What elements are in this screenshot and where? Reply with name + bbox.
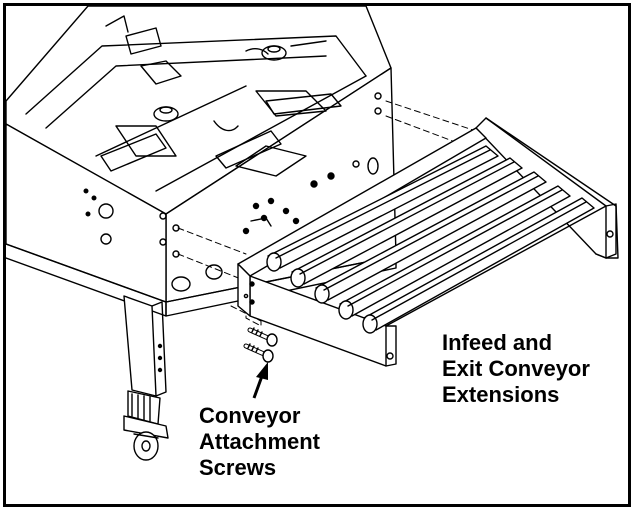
machine-illustration — [6, 6, 619, 461]
diagram-frame: Infeed and Exit Conveyor Extensions Conv… — [3, 3, 631, 507]
callout-screws-line1: Conveyor — [199, 403, 301, 428]
callout-screws-line2: Attachment — [199, 429, 321, 454]
machine-leg-caster — [123, 295, 169, 461]
callout-conveyor-line1: Infeed and — [442, 330, 553, 355]
attachment-screws — [243, 327, 278, 363]
callout-conveyor-extensions: Infeed and Exit Conveyor Extensions — [442, 330, 590, 408]
callout-attachment-screws: Conveyor Attachment Screws — [199, 403, 320, 481]
callout-screws-line3: Screws — [199, 455, 277, 480]
callout-conveyor-line3: Extensions — [442, 382, 560, 407]
machine-body — [6, 6, 397, 317]
callout-conveyor-line2: Exit Conveyor — [442, 356, 590, 381]
screws-leader-arrow — [252, 362, 268, 399]
conveyor-extension — [237, 117, 619, 367]
